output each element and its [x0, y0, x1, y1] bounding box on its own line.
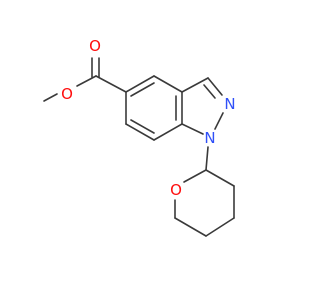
atom-pyrazole-n1: N — [204, 129, 215, 147]
bond-c4-c3a — [153, 75, 183, 93]
bond-c5-c4 — [125, 75, 155, 93]
bond-c7a-c7 — [153, 123, 183, 141]
bond-c3-n2-b — [203, 84, 216, 99]
bond-c3a-c3 — [181, 77, 209, 93]
bond-thp-c2-o — [183, 169, 207, 183]
bond-n1-thp — [205, 146, 209, 171]
bond-c5-c4-inner — [130, 82, 155, 97]
bond-n1-c7a — [181, 123, 204, 135]
atom-carbonyl-oxygen: O — [89, 37, 101, 55]
bond-c3-n2-a — [207, 77, 223, 96]
molecule-diagram: O O N N O — [43, 37, 236, 237]
bond-thp-c3-c2 — [205, 169, 235, 187]
atom-pyrazole-n2: N — [224, 95, 235, 113]
bond-thp-c6-c5 — [174, 217, 207, 237]
bond-n2-n1 — [214, 112, 224, 130]
atom-ring-oxygen: O — [170, 181, 182, 199]
structure-canvas: O O N N O — [43, 37, 236, 237]
bond-c7-c6 — [125, 123, 155, 141]
bond-oxygen-carbonyl — [76, 75, 97, 87]
bond-methyl-oxygen — [43, 93, 58, 102]
bond-carbonyl-ring — [95, 75, 127, 93]
atom-ether-oxygen: O — [61, 85, 73, 103]
bond-thp-c5-c4 — [205, 217, 235, 237]
bond-c7-c6-inner — [130, 119, 155, 134]
